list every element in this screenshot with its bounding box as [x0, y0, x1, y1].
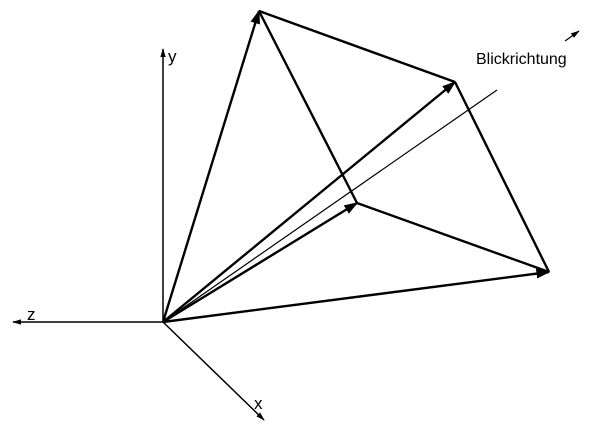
edge-top-right: [258, 9, 456, 84]
edge-right-lowerright: [453, 81, 551, 273]
tetrahedron-edges: [257, 9, 551, 274]
coordinate-axes: [12, 48, 265, 421]
y-axis-label: y: [168, 47, 177, 66]
view-direction-label: Blickrichtung: [476, 51, 567, 68]
vector-top: [161, 9, 261, 323]
vector-lower-right: [162, 268, 551, 324]
view-direction-arrow: [564, 30, 580, 42]
x-axis-label: x: [254, 394, 263, 413]
vectors: [161, 9, 551, 324]
vector-inner: [162, 201, 359, 324]
view-direction-line: [162, 89, 498, 323]
z-axis-label: z: [27, 305, 36, 324]
edge-top-inner: [257, 10, 359, 204]
x-axis: [162, 321, 265, 421]
vector-right: [162, 81, 457, 323]
edge-inner-lowerright: [356, 201, 550, 274]
